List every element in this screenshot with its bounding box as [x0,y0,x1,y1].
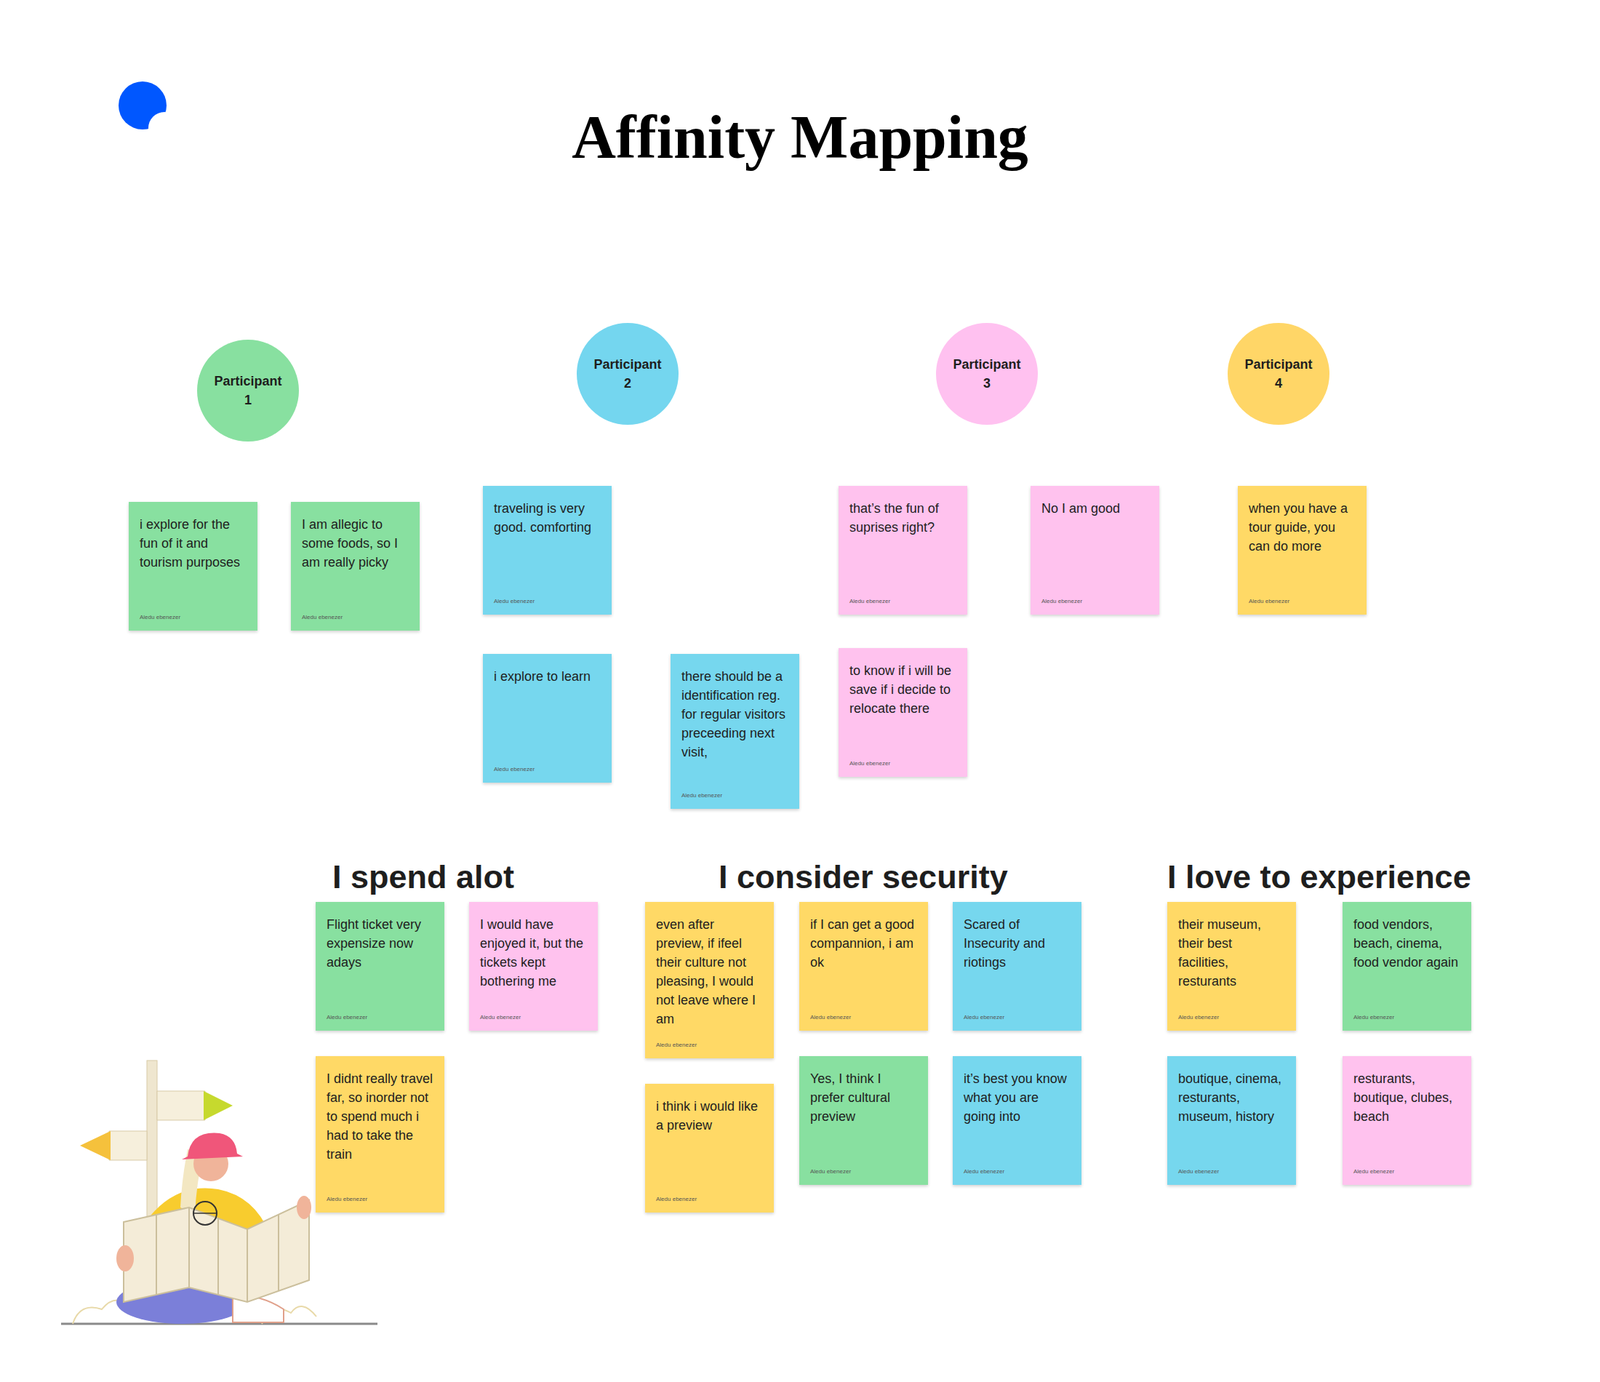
participant-circle: Participant 4 [1227,322,1330,425]
author-name: Aledu ebenezer [493,758,601,773]
note-text: i think i would like a preview [656,1096,763,1135]
author-name: Aledu ebenezer [139,606,247,621]
sticky-note: i think i would like a previewAledu eben… [645,1083,774,1213]
sticky-note: there should be a identification reg. fo… [670,653,800,809]
participant-circle: Participant 3 [936,322,1038,425]
author-name: Aledu ebenezer [1178,1160,1286,1175]
sticky-note: I am allegic to some foods, so I am real… [290,501,420,631]
author-name: Aledu ebenezer [656,1034,763,1048]
note-text: i explore to learn [493,666,601,686]
sticky-note: i explore to learnAledu ebenezer [482,653,612,783]
group-heading: I spend alot [332,858,515,896]
page-title: Affinity Mapping [0,101,1600,173]
sticky-note: resturants, boutique, clubes, beachAledu… [1342,1056,1472,1185]
note-text: if I can get a good compannion, i am ok [810,914,918,972]
note-text: No I am good [1041,498,1149,518]
author-name: Aledu ebenezer [681,784,789,799]
logo [118,81,181,144]
note-text: Flight ticket very expensize now adays [326,914,434,972]
author-name: Aledu ebenezer [656,1188,763,1203]
sticky-note: Yes, I think I prefer cultural previewAl… [799,1056,928,1185]
sticky-note: i explore for the fun of it and tourism … [128,501,258,631]
note-text: i explore for the fun of it and tourism … [139,514,247,572]
note-text: when you have a tour guide, you can do m… [1248,498,1356,556]
sticky-note: that’s the fun of suprises right? Aledu e… [838,485,968,615]
sticky-note: when you have a tour guide, you can do m… [1237,485,1367,615]
note-text: resturants, boutique, clubes, beach [1353,1069,1461,1126]
sticky-note: boutique, cinema, resturants, museum, hi… [1167,1056,1296,1185]
author-name: Aledu ebenezer [326,1006,434,1021]
participant-circle: Participant 1 [197,339,299,442]
author-name: Aledu ebenezer [1353,1006,1461,1021]
participant-label: Participant 3 [948,354,1026,393]
sticky-note: Flight ticket very expensize now adaysAl… [315,901,445,1031]
sticky-note: food vendors, beach, cinema, food vendor… [1342,901,1472,1031]
author-name: Aledu ebenezer [1353,1160,1461,1175]
group-heading: I consider security [718,858,1008,896]
note-text: boutique, cinema, resturants, museum, hi… [1178,1069,1286,1126]
sticky-note: even after preview, if ifeel their cultu… [645,901,774,1059]
author-name: Aledu ebenezer [301,606,409,621]
note-text: there should be a identification reg. fo… [681,666,789,762]
sticky-note: to know if i will be save if i decide to… [838,648,968,777]
author-name: Aledu ebenezer [1178,1006,1286,1021]
note-text: Yes, I think I prefer cultural preview [810,1069,918,1126]
sticky-note: Scared of Insecurity and riotingsAledu e… [952,901,1082,1031]
author-name: Aledu ebenezer [849,752,957,767]
note-text: food vendors, beach, cinema, food vendor… [1353,914,1461,972]
participant-label: Participant 2 [589,354,667,393]
sticky-note: I didnt really travel far, so inorder no… [315,1056,445,1213]
author-name: Aledu ebenezer [1041,590,1149,605]
group-heading: I love to experience [1167,858,1472,896]
sticky-note: their museum, their best facilities, res… [1167,901,1296,1031]
sticky-note: it’s best you know what you are going in… [952,1056,1082,1185]
author-name: Aledu ebenezer [963,1006,1071,1021]
author-name: Aledu ebenezer [1248,590,1356,605]
sticky-note: if I can get a good compannion, i am ok A… [799,901,928,1031]
author-name: Aledu ebenezer [326,1188,434,1203]
note-text: Scared of Insecurity and riotings [963,914,1071,972]
note-text: I would have enjoyed it, but the tickets… [480,914,587,991]
note-text: their museum, their best facilities, res… [1178,914,1286,991]
note-text: to know if i will be save if i decide to… [849,661,957,718]
sticky-note: No I am goodAledu ebenezer [1030,485,1160,615]
note-text: traveling is very good. comforting [493,498,601,537]
sticky-note: I would have enjoyed it, but the tickets… [469,901,598,1031]
note-text: I didnt really travel far, so inorder no… [326,1069,434,1164]
author-name: Aledu ebenezer [810,1006,918,1021]
participant-label: Participant 1 [209,371,287,410]
author-name: Aledu ebenezer [493,590,601,605]
sticky-note: traveling is very good. comfortingAledu … [482,485,612,615]
note-text: it’s best you know what you are going in… [963,1069,1071,1126]
participant-label: Participant 4 [1240,354,1318,393]
author-name: Aledu ebenezer [849,590,957,605]
participant-circle: Participant 2 [576,322,679,425]
note-text: I am allegic to some foods, so I am real… [301,514,409,572]
author-name: Aledu ebenezer [480,1006,587,1021]
author-name: Aledu ebenezer [810,1160,918,1175]
note-text: that’s the fun of suprises right? [849,498,957,537]
note-text: even after preview, if ifeel their cultu… [656,914,763,1029]
author-name: Aledu ebenezer [963,1160,1071,1175]
